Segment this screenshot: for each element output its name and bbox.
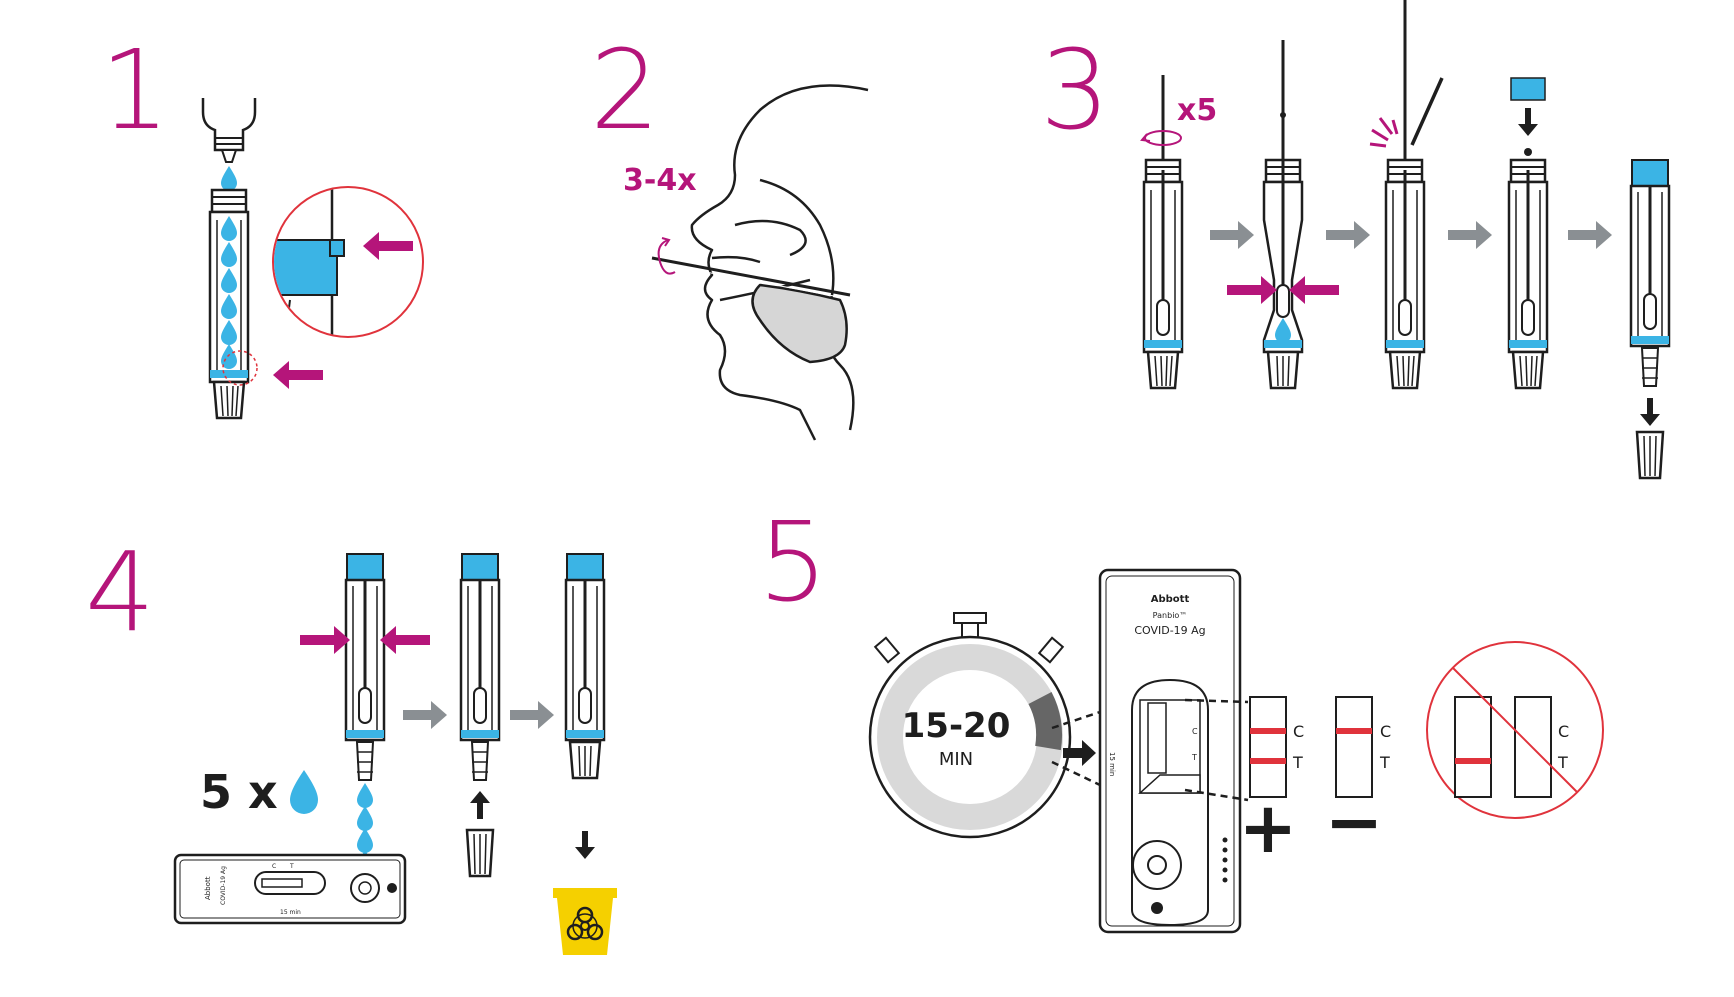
invalid-c-label: C [1558, 722, 1569, 741]
swab [651, 256, 851, 297]
tube-4c [553, 553, 617, 955]
no-symbol-icon [1452, 667, 1578, 793]
detail-marker [222, 350, 258, 386]
step-1-number: 1 [100, 26, 170, 154]
arrow-icon [403, 701, 447, 729]
step-2: 2 3-4x [590, 26, 869, 441]
invalid-t-label: T [1557, 753, 1568, 772]
snap-icon [1369, 117, 1399, 148]
cassette-small-test: COVID-19 Ag [220, 866, 227, 905]
arrow-icon [510, 701, 554, 729]
rotate-icon [657, 237, 676, 275]
tube-3d [1507, 77, 1549, 390]
dropper-icon [201, 98, 257, 163]
step-1: 1 [100, 26, 424, 420]
positive-c-label: C [1293, 722, 1304, 741]
cassette-small-time: 15 min [280, 909, 301, 916]
step-5: 5 15-20 MIN Abbott Panbio™ COVID-19 Ag 1… [758, 498, 1604, 934]
step-4-number: 4 [85, 528, 155, 656]
arrow-icon [1448, 221, 1492, 249]
cassette-line-c: C [1192, 727, 1198, 736]
zoom-lines [1051, 698, 1249, 802]
test-cassette-small: Abbott COVID-19 Ag C T 15 min [173, 853, 407, 925]
step-3: 3 x5 [1040, 0, 1671, 480]
step-2-number: 2 [590, 26, 660, 154]
cassette-test: COVID-19 Ag [1134, 624, 1205, 637]
negative-t-label: T [1379, 753, 1390, 772]
cassette-product: Panbio™ [1153, 611, 1188, 620]
tube-4a [300, 553, 430, 875]
negative-c-label: C [1380, 722, 1391, 741]
tube-3e [1629, 159, 1671, 480]
tube-3a [1140, 75, 1184, 390]
cassette-line-t: T [1191, 753, 1197, 762]
timer-range: 15-20 [902, 706, 1011, 746]
tube-3c [1369, 0, 1444, 390]
cassette-side-text: 15 min [1108, 752, 1116, 776]
tube-4b [459, 553, 501, 878]
negative-symbol: − [1325, 781, 1384, 863]
arrow-icon [1210, 221, 1254, 249]
rotation-count-label: x5 [1177, 93, 1217, 128]
step-5-number: 5 [758, 498, 828, 626]
timer-icon: 15-20 MIN [868, 612, 1072, 839]
head-profile [690, 84, 869, 441]
result-positive: C T + [1239, 696, 1304, 869]
arrow-icon [1568, 221, 1612, 249]
result-invalid: C T [1426, 641, 1604, 819]
step-4: 4 [85, 528, 617, 955]
positive-t-label: T [1292, 753, 1303, 772]
cassette-brand: Abbott [1151, 594, 1190, 605]
arrow-icon [273, 361, 323, 389]
drop-icon [290, 770, 318, 814]
cassette-small-c: C [272, 863, 276, 870]
test-cassette: Abbott Panbio™ COVID-19 Ag 15 min C T [1098, 568, 1242, 934]
arrow-icon [1063, 740, 1096, 766]
cassette-small-t: T [289, 863, 294, 870]
step-3-number: 3 [1040, 26, 1110, 154]
cassette-small-brand: Abbott [204, 876, 212, 900]
arrow-icon [1326, 221, 1370, 249]
result-negative: C T − [1325, 696, 1391, 863]
zoom-detail [272, 186, 424, 338]
rotate-icon [1140, 130, 1182, 146]
rotation-count-label: 3-4x [623, 163, 697, 198]
timer-unit: MIN [939, 749, 973, 770]
biohazard-icon [553, 888, 617, 955]
drop-count-label: 5 x [200, 765, 278, 819]
tube-3b [1227, 40, 1339, 390]
drop-icon [221, 166, 237, 191]
positive-symbol: + [1239, 787, 1298, 869]
